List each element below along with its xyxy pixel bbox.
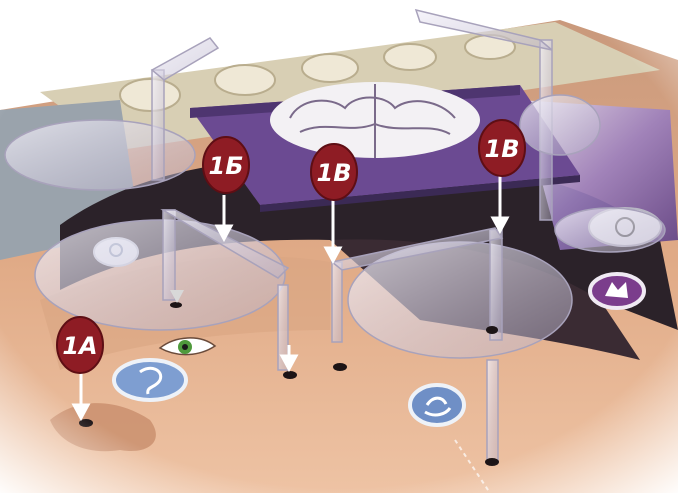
vignette bbox=[0, 0, 678, 493]
board-game-photo: 1А 1Б 1В 1В bbox=[0, 0, 678, 493]
board-scene: 1А 1Б 1В 1В bbox=[0, 0, 678, 493]
